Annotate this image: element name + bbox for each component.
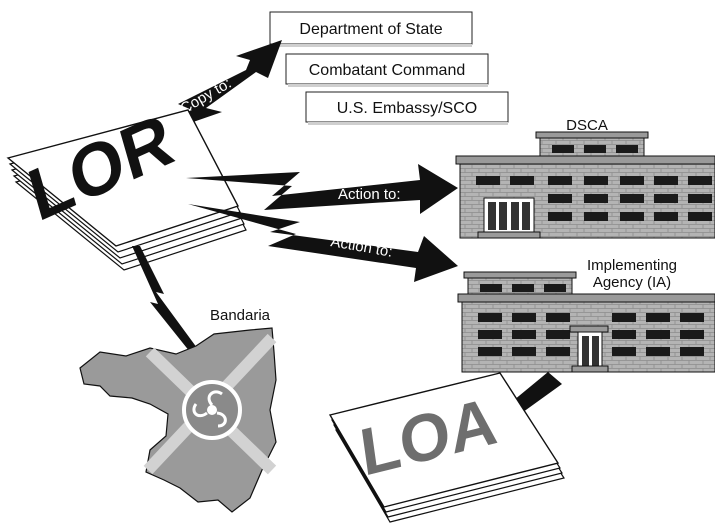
recipient-box-embassy: U.S. Embassy/SCO	[305, 91, 509, 125]
action-dsca-label: Action to:	[338, 186, 401, 203]
lor-document: LOR	[6, 98, 247, 271]
bandaria-emblem	[182, 380, 242, 440]
recipient-combatant-label: Combatant Command	[309, 62, 466, 79]
loa-document: LOA	[328, 372, 565, 523]
dsca-label: DSCA	[566, 117, 608, 134]
ia-label-line2: Agency (IA)	[593, 274, 671, 291]
bandaria-label: Bandaria	[210, 307, 271, 324]
recipient-box-combatant: Combatant Command	[285, 53, 489, 87]
recipient-box-state: Department of State	[269, 11, 473, 47]
dsca-building: DSCA	[455, 117, 715, 239]
lor-to-bandaria-bolt	[132, 246, 200, 352]
action-to-dsca-arrow: Action to:	[186, 164, 458, 214]
recipient-embassy-label: U.S. Embassy/SCO	[337, 100, 477, 117]
ia-building: Implementing Agency (IA)	[457, 257, 715, 373]
ia-label-line1: Implementing	[587, 257, 677, 274]
bandaria-map: Bandaria	[79, 307, 277, 513]
recipient-state-label: Department of State	[299, 21, 442, 38]
bandaria-shape	[79, 327, 277, 513]
